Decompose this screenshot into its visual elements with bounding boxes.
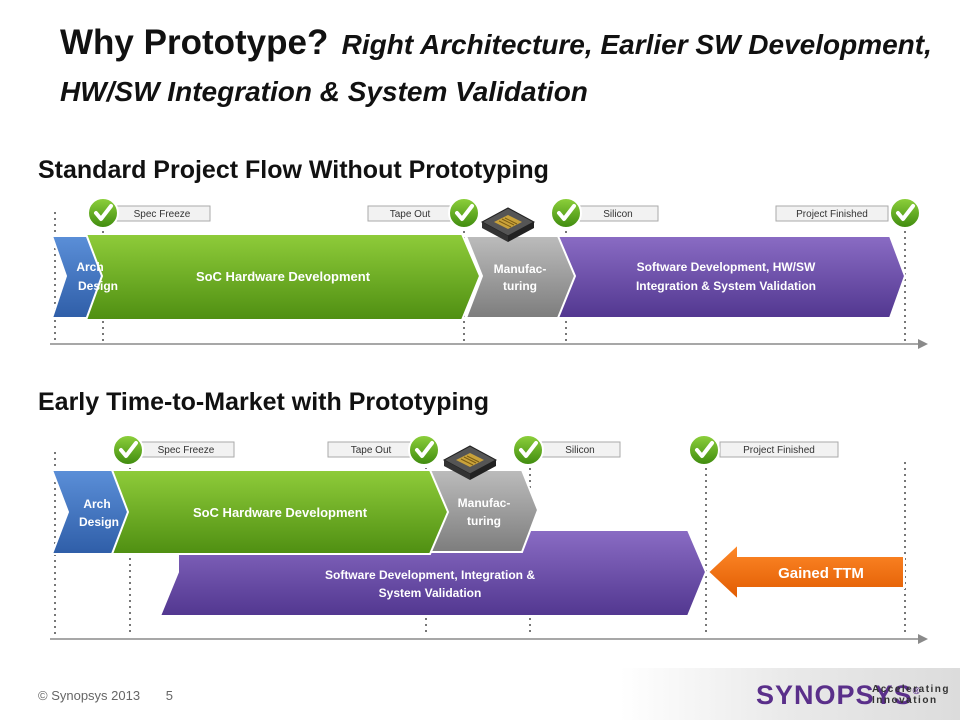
section1-stages: Software Development, HW/SW Integration … (52, 234, 905, 320)
svg-text:Tape Out: Tape Out (390, 209, 431, 220)
svg-text:turing: turing (467, 514, 501, 528)
stage-sw-development (555, 236, 905, 318)
svg-text:Software Development, HW/SW: Software Development, HW/SW (637, 260, 816, 274)
svg-text:Design: Design (78, 279, 118, 293)
logo-tagline: Accelerating Innovation (872, 684, 950, 706)
svg-text:Spec Freeze: Spec Freeze (158, 445, 215, 456)
check-icon (449, 198, 479, 228)
svg-text:Manufac-: Manufac- (458, 496, 511, 510)
gained-ttm-label: Gained TTM (778, 565, 864, 582)
footer: © Synopsys 2013 5 (38, 688, 173, 703)
section2-stages: Software Development, Integration & Syst… (52, 470, 904, 616)
check-icon (689, 435, 719, 465)
svg-text:Integration & System Validatio: Integration & System Validation (636, 279, 816, 293)
stage-manufacturing (466, 236, 575, 318)
page-number: 5 (166, 688, 173, 703)
section2-milestones: Spec Freeze Tape Out Silicon Project Fin… (138, 442, 838, 457)
svg-text:SoC Hardware Development: SoC Hardware Development (196, 269, 371, 284)
copyright: © Synopsys 2013 (38, 688, 140, 703)
svg-text:Design: Design (79, 515, 119, 529)
check-icon (551, 198, 581, 228)
svg-text:Tape Out: Tape Out (351, 445, 392, 456)
svg-text:Silicon: Silicon (565, 445, 594, 456)
svg-text:Project Finished: Project Finished (796, 209, 868, 220)
svg-text:Silicon: Silicon (603, 209, 632, 220)
check-icon (513, 435, 543, 465)
svg-text:Spec Freeze: Spec Freeze (134, 209, 191, 220)
svg-text:Software Development, Integrat: Software Development, Integration & (325, 568, 535, 582)
check-icon (113, 435, 143, 465)
check-icon (890, 198, 920, 228)
svg-text:Arch: Arch (83, 497, 110, 511)
svg-text:SoC Hardware Development: SoC Hardware Development (193, 505, 368, 520)
svg-text:Manufac-: Manufac- (494, 262, 547, 276)
svg-text:Arch: Arch (76, 260, 103, 274)
check-icon (88, 198, 118, 228)
svg-text:Project Finished: Project Finished (743, 445, 815, 456)
svg-text:System Validation: System Validation (379, 586, 482, 600)
check-icon (409, 435, 439, 465)
svg-text:turing: turing (503, 279, 537, 293)
